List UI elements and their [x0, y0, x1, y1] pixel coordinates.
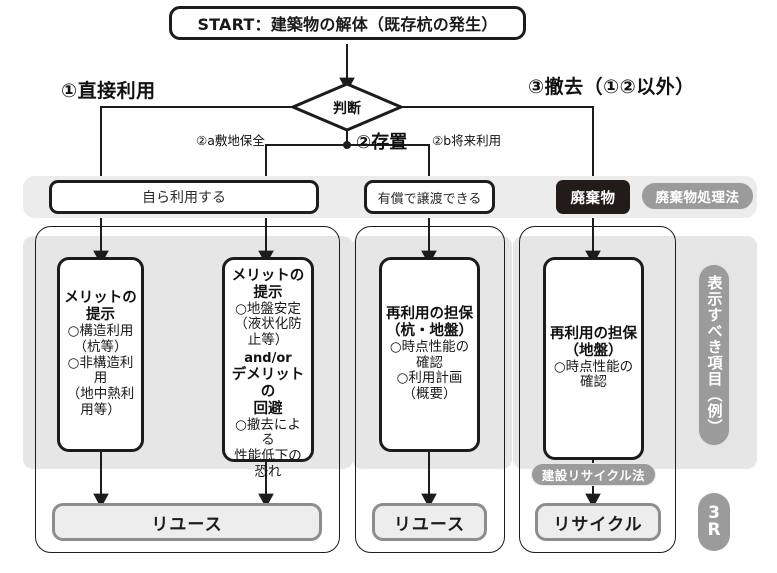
pill-construction-recycling-law: 建設リサイクル法	[531, 463, 656, 486]
content-heading-2: デメリットの 回避	[231, 367, 305, 417]
box-paid-transfer-label: 有償で譲渡できる	[377, 191, 482, 207]
edge-label-2b: ②b将来利用	[432, 133, 502, 148]
box-paid-transfer: 有償で譲渡できる	[364, 180, 495, 214]
branch-label-removal: ③撤去（①②以外）	[528, 76, 695, 98]
content-heading: 再利用の担保 （地盤）	[550, 325, 637, 359]
content-box-merit-structural: メリットの 提示 ○構造利用 （杭等） ○非構造利用 （地中熱利 用等）	[57, 257, 144, 452]
pill-construction-recycling-law-label: 建設リサイクル法	[541, 468, 646, 483]
content-connector-andor: and/or	[244, 350, 292, 366]
content-body: ○時点性能の 確認 ○利用計画 （概要）	[389, 338, 470, 403]
result-label: リサイクル	[553, 514, 643, 535]
side-pill-3r: 3 R	[698, 493, 730, 551]
group-container-removal	[519, 226, 676, 553]
result-box-reuse-mid: リユース	[372, 503, 487, 541]
content-body: ○地盤安定 （液状化防 止等）	[234, 300, 302, 349]
side-pill-display-items: 表示すべき項目（例）	[697, 263, 731, 447]
box-own-use: 自ら利用する	[49, 180, 319, 214]
result-box-recycle: リサイクル	[535, 503, 661, 541]
pill-waste-disposal-law-label: 廃棄物処理法	[655, 190, 740, 206]
content-body: ○時点性能の 確認	[553, 358, 634, 391]
content-box-merit-ground: メリットの 提示 ○地盤安定 （液状化防 止等） and/or デメリットの 回…	[222, 257, 314, 480]
content-heading: 再利用の担保 （杭・地盤）	[386, 306, 473, 339]
pill-waste-disposal-law: 廃棄物処理法	[641, 182, 754, 210]
start-box-label: START：建築物の解体（既存杭の発生）	[197, 15, 498, 34]
group-container-store	[355, 226, 505, 553]
branch-label-store: ②存置	[356, 132, 408, 153]
content-box-reuse-ground: 再利用の担保 （地盤） ○時点性能の 確認	[543, 257, 644, 460]
result-box-reuse-left: リユース	[52, 503, 322, 541]
start-box: START：建築物の解体（既存杭の発生）	[169, 6, 526, 40]
edge-label-2a: ②a敷地保全	[196, 133, 265, 148]
content-body: ○構造利用 （杭等） ○非構造利用 （地中熱利 用等）	[66, 322, 135, 418]
group-container-direct-use	[35, 226, 340, 553]
decision-label: 判断	[333, 101, 361, 117]
result-label: リユース	[151, 514, 223, 535]
branch-label-direct-use: ①直接利用	[61, 80, 156, 102]
content-box-reuse-pile-ground: 再利用の担保 （杭・地盤） ○時点性能の 確認 ○利用計画 （概要）	[379, 257, 480, 452]
tag-waste-label: 廃棄物	[570, 190, 616, 207]
content-heading: メリットの 提示	[231, 268, 305, 301]
side-pill-display-items-label: 表示すべき項目（例）	[705, 275, 724, 435]
content-heading: メリットの 提示	[64, 290, 137, 324]
result-label: リユース	[393, 514, 466, 535]
three-r-bottom: R	[707, 520, 721, 540]
box-own-use-label: 自ら利用する	[142, 190, 226, 206]
content-body-2: ○撤去による 性能低下の 恐れ	[234, 416, 302, 480]
tag-waste: 廃棄物	[556, 180, 630, 214]
three-r-top: 3	[708, 502, 720, 523]
decision-node: 判断	[293, 98, 401, 118]
